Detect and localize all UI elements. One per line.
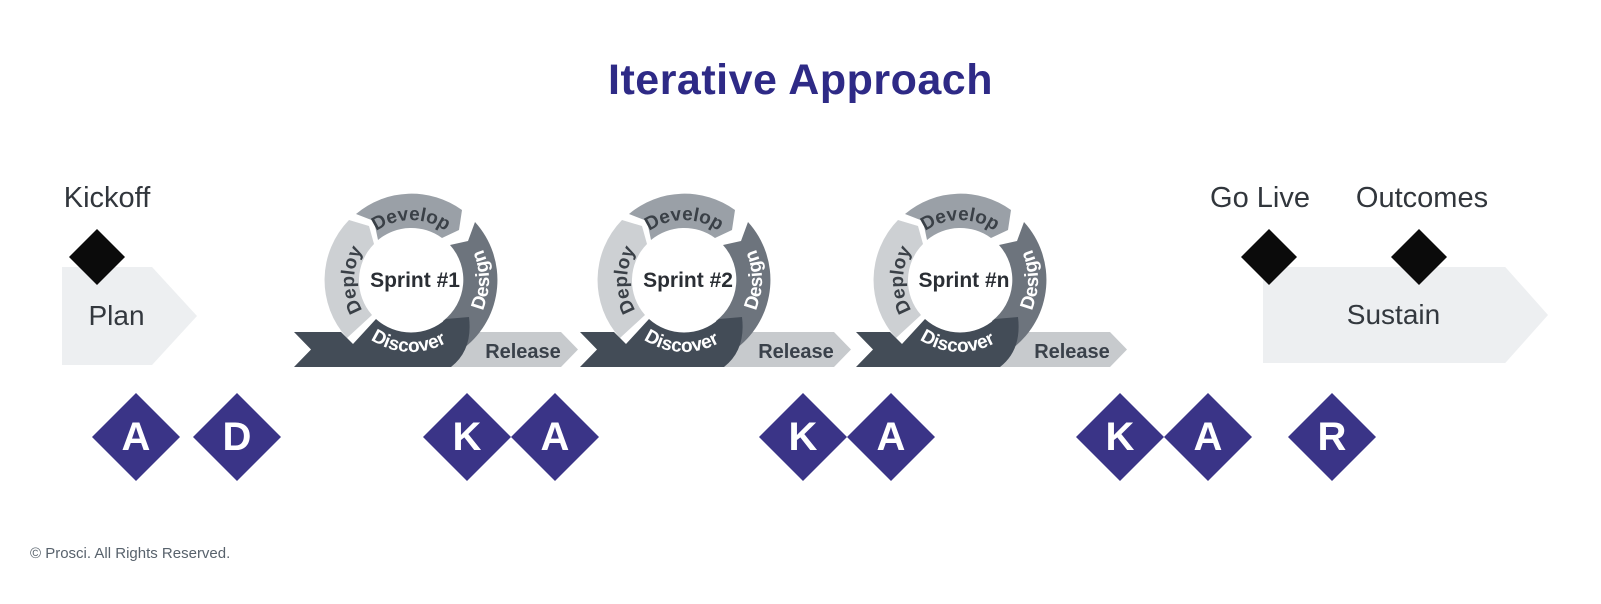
adkar-diamond-ability-3: A: [1164, 393, 1252, 481]
adkar-letter: K: [452, 415, 482, 459]
label-outcomes: Outcomes: [1355, 182, 1489, 214]
adkar-diamond-awareness-1: A: [92, 393, 180, 481]
sustain-label: Sustain: [1346, 299, 1441, 330]
sprint-1-design-segment: [443, 222, 498, 348]
adkar-letter: A: [121, 415, 151, 459]
sprint-n-release-band: [990, 332, 1127, 367]
page-title: Iterative Approach: [608, 56, 993, 104]
label-go-live: Go Live: [1210, 182, 1310, 214]
sprint-2-discover-band: [580, 317, 743, 367]
copyright-notice: © Prosci. All Rights Reserved.: [30, 545, 231, 562]
sprint-2-release-label: Release: [758, 341, 834, 363]
sprint-1-release-label: Release: [485, 341, 561, 363]
sprint-ribbon: Develop Design Deploy Discover Sprint #1…: [294, 193, 1127, 367]
sprint-n-release-label: Release: [1034, 341, 1110, 363]
sprint-1-develop-segment: [356, 193, 462, 240]
sprint-2-name: Sprint #2: [643, 269, 733, 292]
adkar-diamond-ability-1: A: [511, 393, 599, 481]
adkar-letter: A: [1193, 415, 1223, 459]
plan-phase-arrow: Plan: [62, 267, 197, 365]
adkar-letter: D: [222, 415, 252, 459]
sprint-1-name: Sprint #1: [370, 269, 460, 292]
adkar-letter: R: [1317, 415, 1347, 459]
sprint-2-deploy-segment: [597, 220, 647, 338]
adkar-letter: K: [788, 415, 818, 459]
label-kickoff: Kickoff: [63, 182, 151, 214]
sprint-1-deploy-segment: [324, 220, 374, 338]
sprint-2-design-segment: [716, 222, 771, 348]
plan-label: Plan: [88, 300, 145, 331]
adkar-letter: K: [1105, 415, 1135, 459]
adkar-diamond-ability-2: A: [847, 393, 935, 481]
sprint-2-develop-segment: [629, 193, 735, 240]
adkar-diamond-reinforcement: R: [1288, 393, 1376, 481]
sprint-1-discover-band: [294, 317, 470, 367]
adkar-letter: A: [876, 415, 906, 459]
sprint-n-design-segment: [992, 222, 1047, 348]
sprint-n-loop: Develop Design Deploy Discover Sprint #n…: [856, 193, 1127, 367]
sustain-phase-arrow: Sustain: [1263, 267, 1548, 363]
adkar-letter: A: [540, 415, 570, 459]
sprint-n-discover-band: [856, 317, 1019, 367]
sprint-2-release-band: [714, 332, 851, 367]
sprint-n-deploy-segment: [873, 220, 923, 338]
sprint-2-loop: Develop Design Deploy Discover Sprint #2…: [580, 193, 851, 367]
adkar-diamond-knowledge-3: K: [1076, 393, 1164, 481]
sprint-n-develop-segment: [905, 193, 1011, 240]
sprint-n-name: Sprint #n: [918, 269, 1009, 292]
sprint-1-loop: Develop Design Deploy Discover Sprint #1…: [294, 193, 578, 367]
adkar-diamond-knowledge-1: K: [423, 393, 511, 481]
adkar-diamond-desire: D: [193, 393, 281, 481]
sprint-1-release-band: [441, 332, 578, 367]
adkar-diamond-knowledge-2: K: [759, 393, 847, 481]
